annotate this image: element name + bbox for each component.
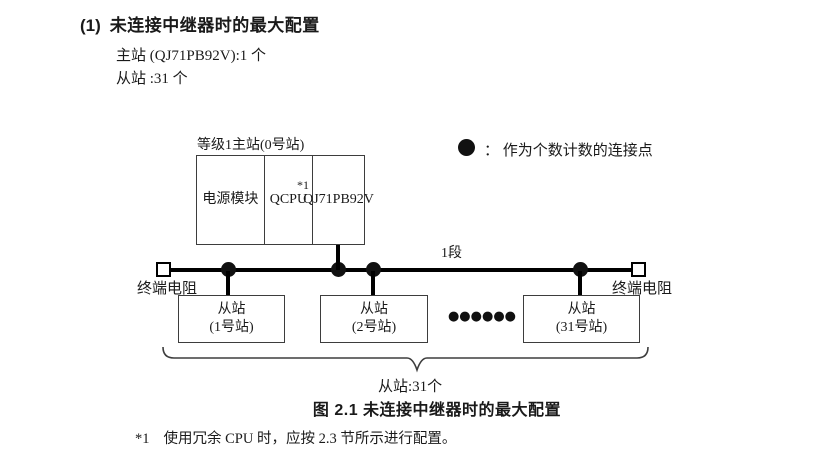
slave2-drop-line bbox=[371, 271, 375, 296]
slave-total-label: 从站:31个 bbox=[378, 379, 443, 395]
master-drop-line bbox=[336, 245, 340, 270]
legend-connection-dot-icon bbox=[458, 139, 475, 156]
master-station-label: 等级1主站(0号站) bbox=[197, 138, 305, 153]
qcpu-cell: QCPU *1 bbox=[263, 156, 312, 244]
terminator-label-right: 终端电阻 bbox=[612, 281, 673, 297]
slaves-brace bbox=[162, 346, 649, 373]
qj71pb92v-cell: QJ71 PB92V bbox=[303, 156, 374, 244]
ellipsis-dots: ●●●●●● bbox=[447, 309, 517, 324]
terminator-label-left: 终端电阻 bbox=[137, 281, 198, 297]
footnote-marker: *1 bbox=[135, 431, 150, 447]
slave-station-box-1: 从站 (1号站) bbox=[178, 295, 285, 343]
legend-text: ： 作为个数计数的连接点 bbox=[484, 143, 653, 159]
connection-dot-icon bbox=[221, 262, 236, 277]
slave2-label-line1: 从站 bbox=[360, 301, 388, 317]
qcpu-label: QCPU bbox=[269, 192, 308, 208]
section-heading: (1) 未连接中继器时的最大配置 bbox=[80, 11, 320, 36]
terminator-square-right-icon bbox=[631, 262, 646, 277]
slave-count-text: 从站 :31 个 bbox=[116, 71, 188, 87]
slave31-drop-line bbox=[578, 271, 582, 296]
figure-caption: 图 2.1 未连接中继器时的最大配置 bbox=[312, 402, 562, 419]
qj71pb92v-label-line1: QJ71 bbox=[303, 192, 333, 208]
master-count-text: 主站 (QJ71PB92V):1 个 bbox=[116, 48, 267, 64]
slave2-label-line2: (2号站) bbox=[351, 320, 397, 335]
footnote-text: 使用冗余 CPU 时，应按 2.3 节所示进行配置。 bbox=[163, 431, 457, 447]
slave1-label-line1: 从站 bbox=[217, 301, 246, 317]
slave-station-box-2: 从站 (2号站) bbox=[320, 295, 428, 343]
slave31-label-line1: 从站 bbox=[567, 301, 596, 317]
segment-label: 1段 bbox=[441, 246, 462, 261]
connection-dot-icon bbox=[366, 262, 381, 277]
bus-line bbox=[166, 268, 636, 272]
heading-number: (1) bbox=[80, 16, 101, 35]
heading-title: 未连接中继器时的最大配置 bbox=[109, 16, 320, 35]
qcpu-footnote-ref: *1 bbox=[297, 178, 309, 192]
slave31-label-line2: (31号站) bbox=[555, 320, 608, 335]
slave-station-box-31: 从站 (31号站) bbox=[523, 295, 640, 343]
slave1-drop-line bbox=[226, 271, 230, 296]
master-station-box: 电源模块 QCPU *1 QJ71 PB92V bbox=[196, 155, 374, 245]
footnote: *1 使用冗余 CPU 时，应按 2.3 节所示进行配置。 bbox=[135, 427, 456, 448]
slave1-label-line2: (1号站) bbox=[209, 320, 254, 335]
power-module-cell: 电源模块 bbox=[202, 192, 259, 208]
terminator-square-left-icon bbox=[156, 262, 171, 277]
qj71pb92v-label-line2: PB92V bbox=[332, 192, 374, 208]
connection-dot-icon bbox=[573, 262, 588, 277]
